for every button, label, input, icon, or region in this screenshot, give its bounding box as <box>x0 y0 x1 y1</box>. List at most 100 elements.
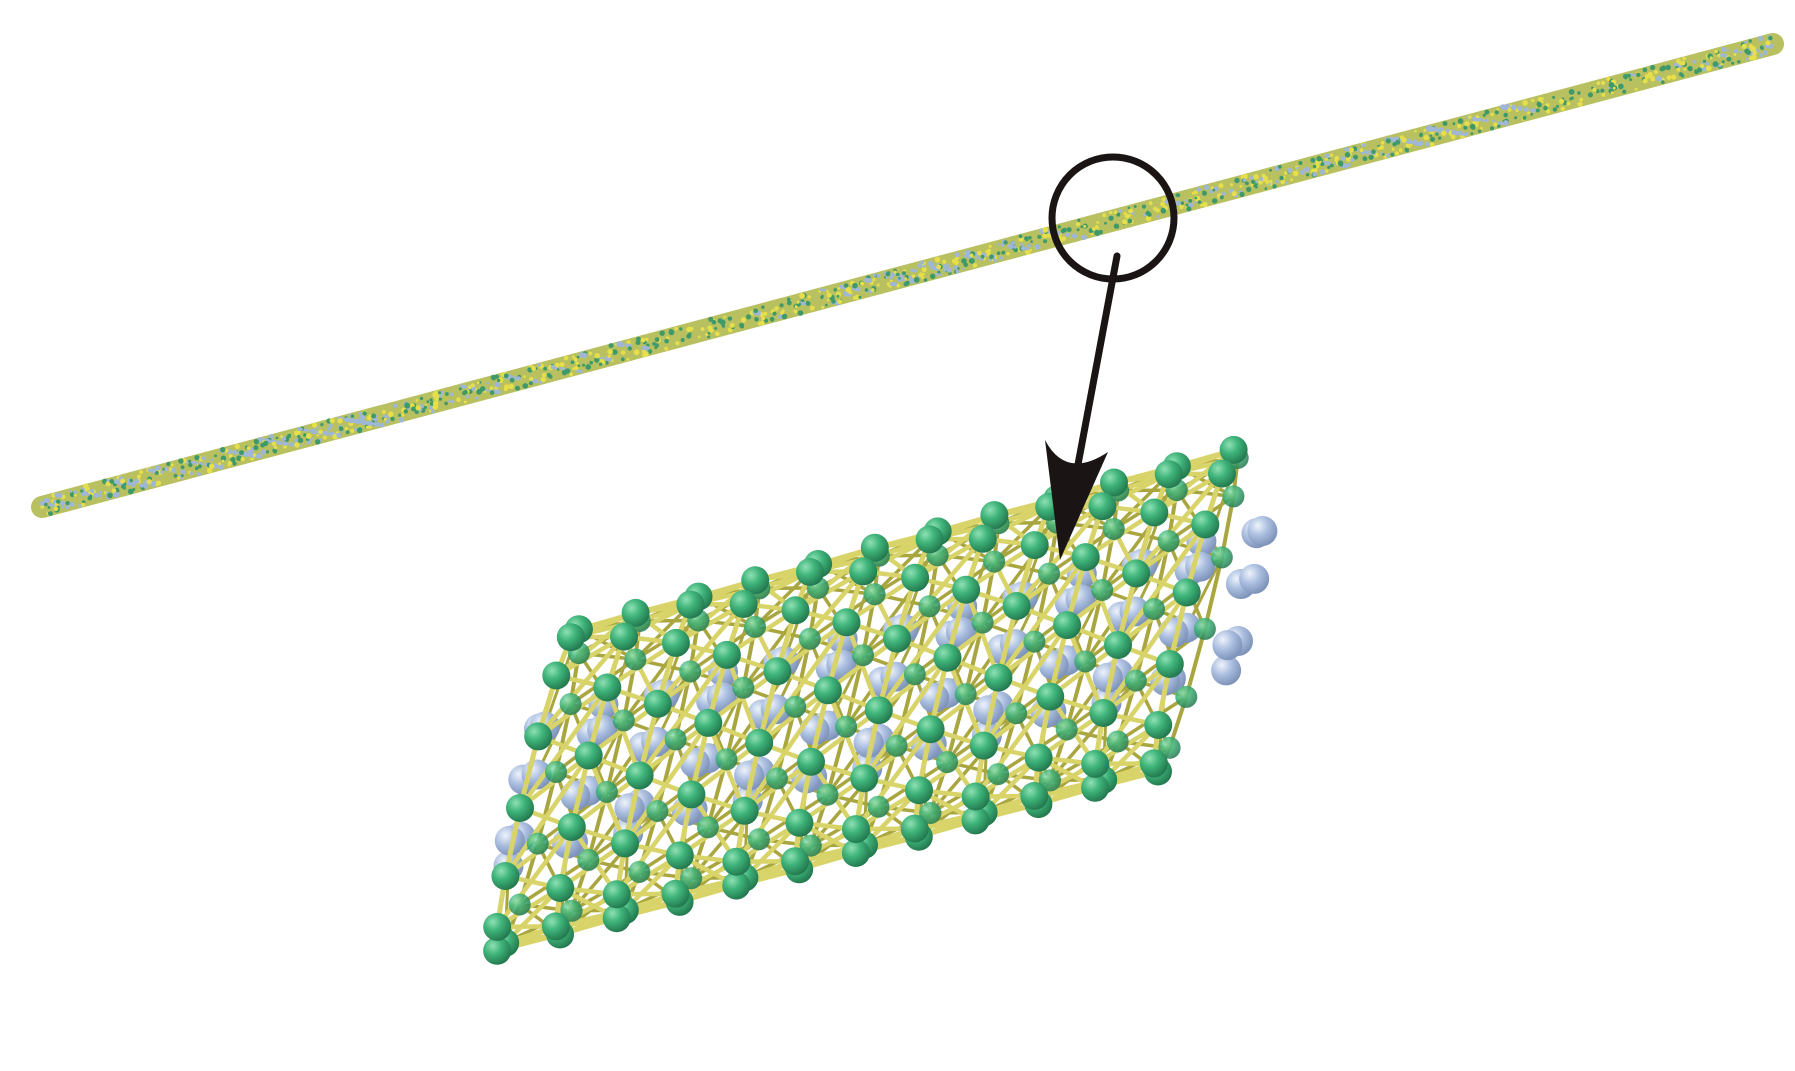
wire-atom-speck <box>985 250 988 254</box>
wire-atom-speck <box>245 452 251 457</box>
wire-atom-speck <box>297 437 304 443</box>
wire-atom-speck <box>559 362 565 368</box>
outer-atom <box>1155 650 1184 678</box>
wire-atom-speck <box>620 357 625 362</box>
wire-atom-speck <box>1385 138 1391 144</box>
wire-atom-speck <box>1264 187 1268 190</box>
outer-atom <box>841 839 870 867</box>
wire-atom-speck <box>680 338 685 342</box>
wire-atom-speck <box>633 349 640 356</box>
wire-atom-speck <box>221 459 225 463</box>
wire-atom-speck <box>1496 108 1499 111</box>
wire-atom-speck <box>644 346 650 351</box>
wire-atom-speck <box>607 349 613 355</box>
wire-atom-speck <box>909 278 915 284</box>
wire-atom-speck <box>1277 165 1282 169</box>
wire-atom-speck <box>1242 178 1246 182</box>
wire-atom-speck <box>953 265 959 271</box>
wire-atom-speck <box>489 386 494 391</box>
wire-atom-speck <box>935 272 939 276</box>
wire-atom-speck <box>805 300 811 306</box>
outer-atom <box>781 596 810 625</box>
bond-rod <box>503 753 591 879</box>
wire-atom-speck <box>708 316 714 322</box>
wire-atom-speck <box>562 367 566 371</box>
wire-atom-speck <box>189 471 194 475</box>
wire-atom-speck <box>398 413 402 417</box>
wire-atom-speck <box>1344 147 1348 152</box>
wire-atom-speck <box>170 463 174 467</box>
wire-atom-speck <box>946 267 952 273</box>
wire-atom-speck <box>955 269 960 274</box>
wire-atom-speck <box>1334 156 1340 161</box>
wire-atom-speck <box>1329 163 1334 168</box>
wire-atom-speck <box>1057 232 1061 236</box>
bond-rod <box>1092 661 1173 767</box>
wire-atom-speck <box>350 418 356 424</box>
wire-atom-speck <box>69 502 75 507</box>
outer-atom <box>506 794 534 822</box>
wire-atom-speck <box>1269 179 1273 184</box>
wire-atom-speck <box>503 373 509 379</box>
outer-atom <box>643 689 672 718</box>
wire-atom-speck <box>918 272 924 278</box>
wire-atom-speck <box>904 277 907 280</box>
wire-atom-speck <box>1385 154 1390 158</box>
wire-atom-speck <box>876 283 880 287</box>
outer-atom <box>557 813 586 841</box>
wire-atom-speck <box>821 305 825 309</box>
wire-atom-speck <box>1592 87 1597 93</box>
wire-atom-speck <box>1350 157 1355 163</box>
wire-atom-speck <box>1094 225 1099 230</box>
wire-atom-speck <box>1229 183 1233 187</box>
wire-atom-speck <box>740 317 747 323</box>
wire-atom-speck <box>1279 175 1284 181</box>
wire-atom-speck <box>796 300 800 304</box>
wire-atom-speck <box>1361 143 1366 147</box>
wire-atom-speck <box>885 275 889 279</box>
wire-atom-speck <box>668 329 675 336</box>
wire-atom-speck <box>496 378 501 383</box>
wire-atom-speck <box>1726 48 1730 52</box>
wire-atom-speck <box>1705 65 1712 72</box>
bond-rod <box>605 685 642 778</box>
wire-atom-speck <box>1359 148 1364 152</box>
wire-atom-speck <box>419 396 424 401</box>
wire-atom-speck <box>1305 173 1310 177</box>
wire-atom-speck <box>156 480 162 486</box>
outer-atom <box>508 893 531 916</box>
wire-atom-speck <box>1127 206 1131 210</box>
wire-atom-speck <box>448 399 452 403</box>
wire-atom-speck <box>201 456 206 461</box>
outer-atom <box>722 847 751 876</box>
wire-atom-speck <box>1025 238 1029 242</box>
wire-atom-speck <box>1329 153 1334 157</box>
wire-atom-speck <box>1116 212 1121 217</box>
wire-atom-speck <box>1650 75 1656 82</box>
wire-atom-speck <box>1468 115 1472 119</box>
wire-atom-speck <box>1500 121 1505 126</box>
wire-atom-speck <box>908 275 912 279</box>
wire-atom-speck <box>143 483 149 489</box>
wire-atom-speck <box>1642 78 1648 84</box>
wire-atom-speck <box>1606 76 1611 81</box>
wire-atom-speck <box>1568 89 1575 95</box>
wire-atom-speck <box>177 476 181 480</box>
wire-atom-speck <box>1003 240 1008 245</box>
wire-atom-speck <box>345 430 350 435</box>
bond-rod <box>894 536 986 641</box>
wire-atom-speck <box>458 387 462 391</box>
outer-atom <box>545 761 567 783</box>
wire-atom-speck <box>434 396 439 402</box>
wire-atom-speck <box>886 271 891 275</box>
wire-atom-speck <box>1290 178 1294 182</box>
wire-atom-speck <box>876 273 881 278</box>
outer-atom <box>646 800 669 822</box>
wire-atom-speck <box>1081 234 1087 241</box>
outer-atom <box>679 660 702 683</box>
wire-atom-speck <box>913 269 918 273</box>
wire-atom-speck <box>115 493 120 497</box>
wire-atom-speck <box>1272 184 1277 189</box>
wire-atom-speck <box>513 375 518 381</box>
wire-atom-speck <box>279 441 283 445</box>
